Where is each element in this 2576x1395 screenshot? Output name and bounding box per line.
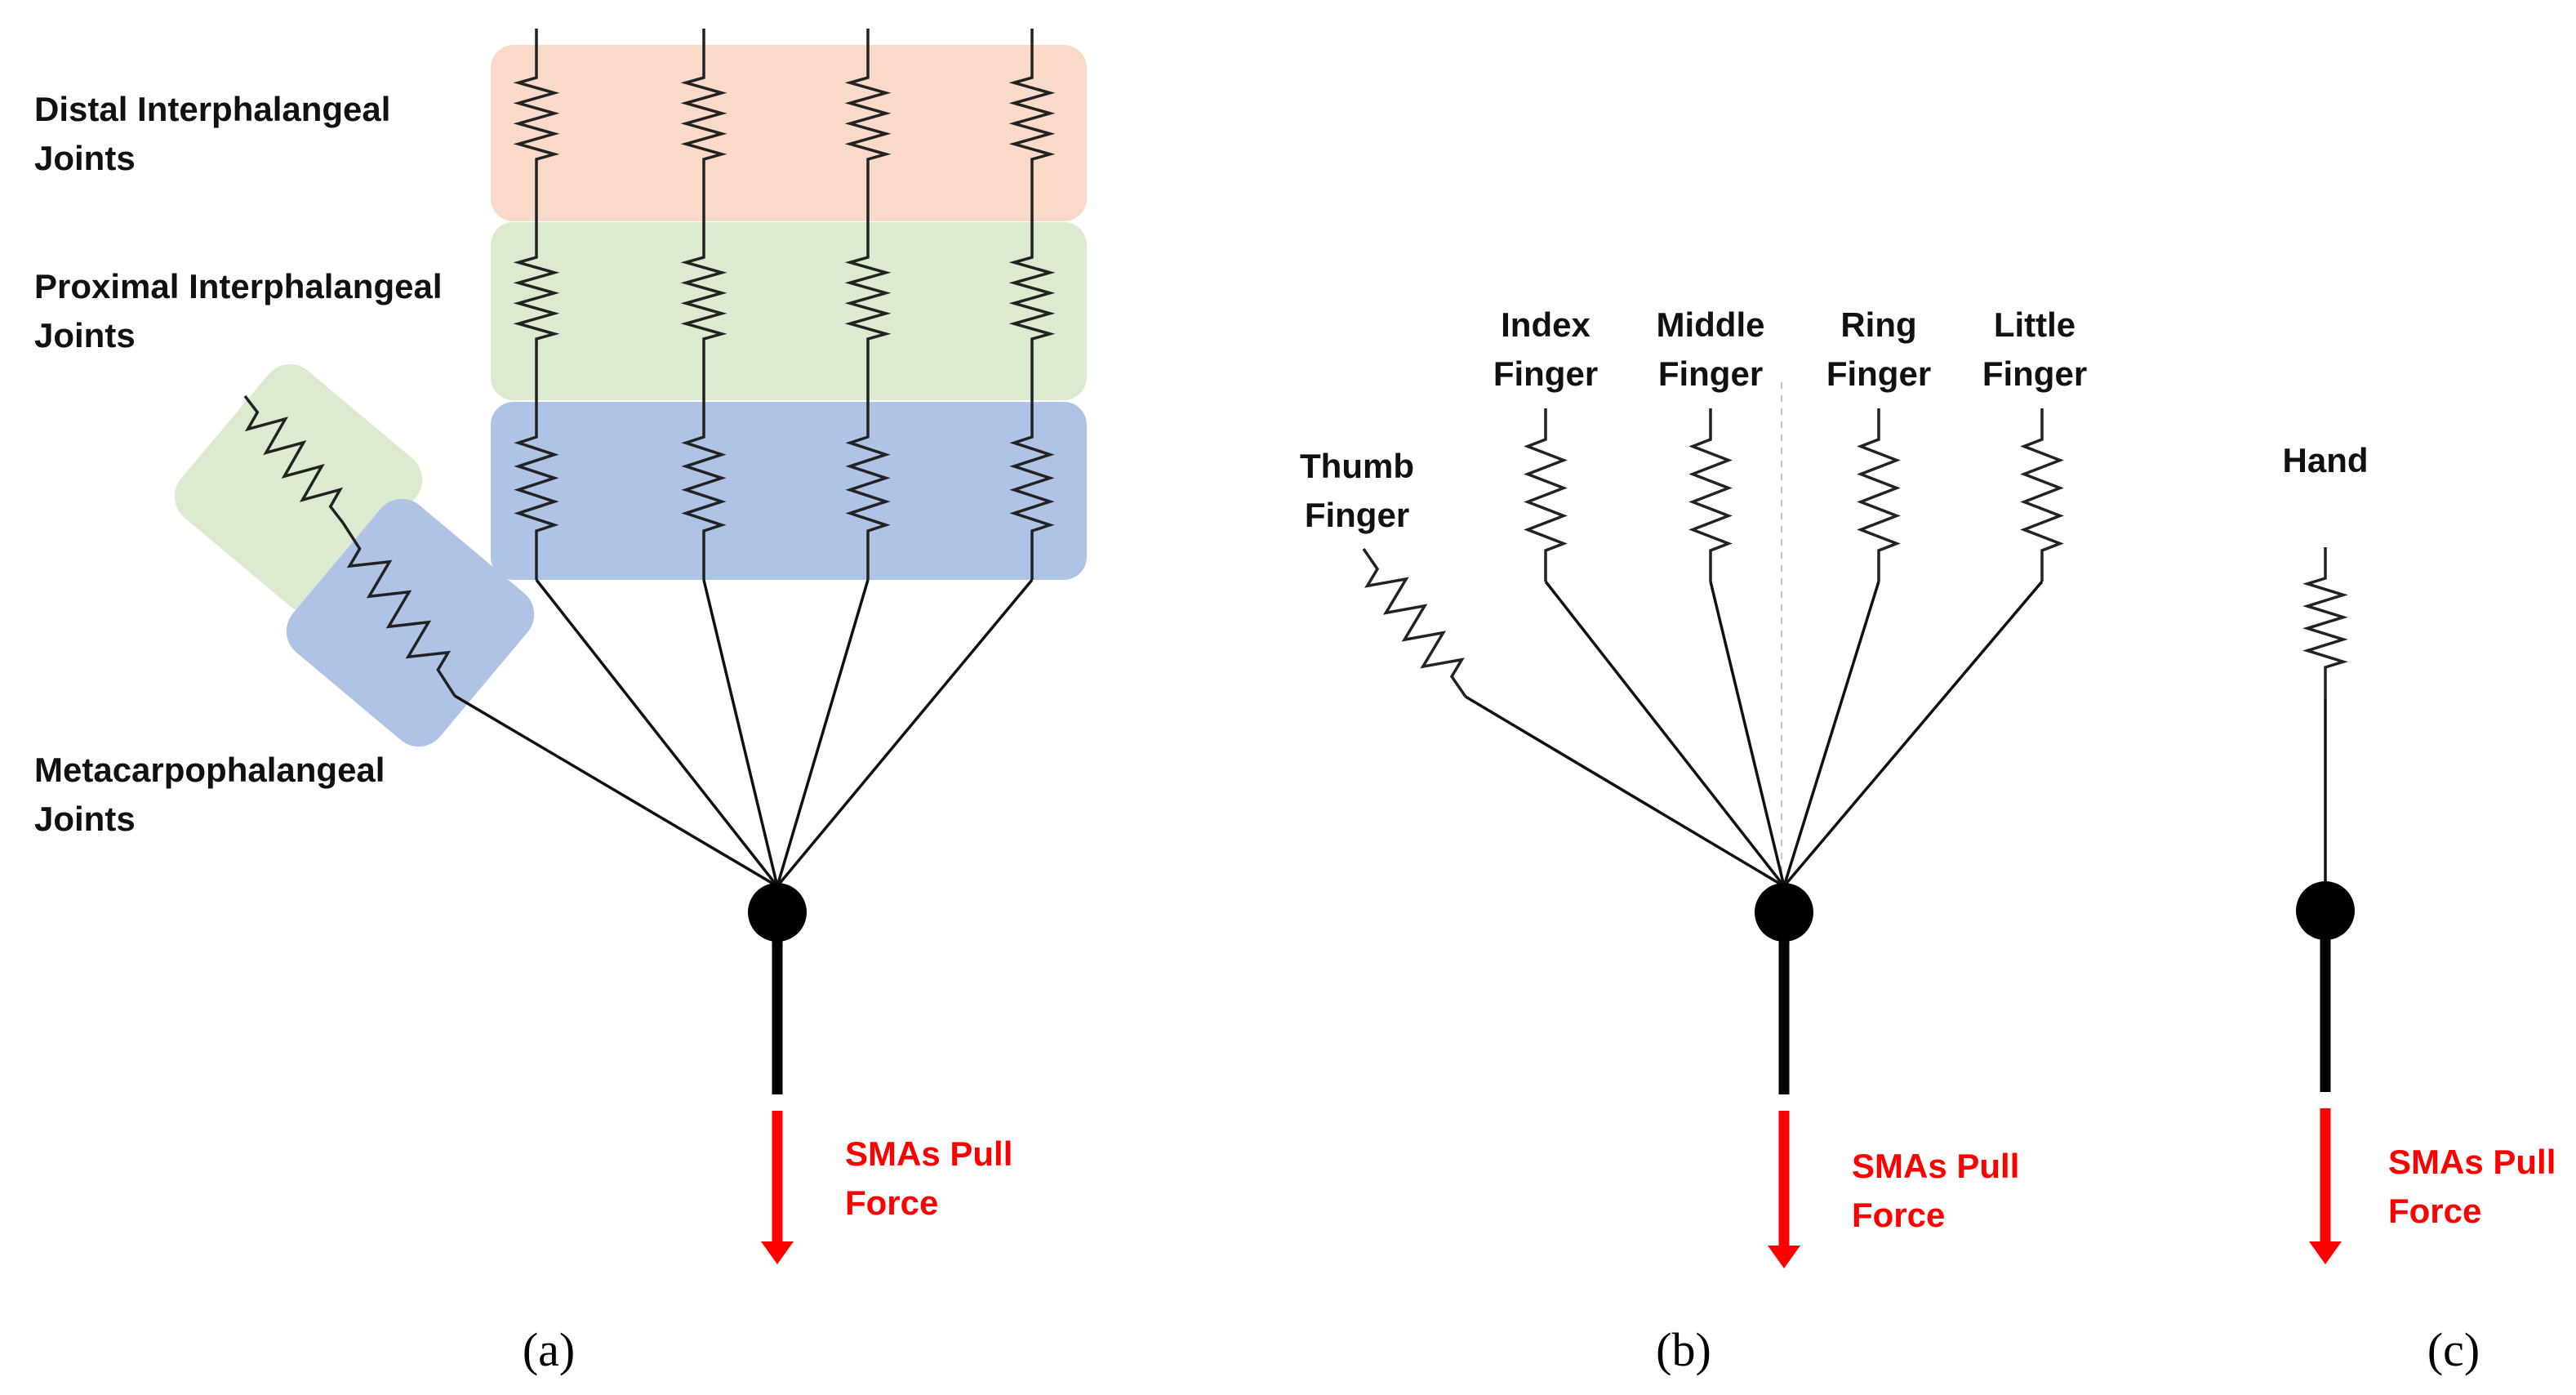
force-label-line1: SMAs Pull bbox=[1852, 1147, 2019, 1185]
ring-distal-joint-spring bbox=[844, 29, 892, 208]
metacarpal-joints-band bbox=[491, 402, 1087, 580]
middle-tendon-line bbox=[1709, 581, 1786, 887]
middle-proximal-joint-spring bbox=[680, 208, 727, 388]
thumb-proximal-joint-spring bbox=[243, 394, 345, 524]
ring-tendon-line bbox=[776, 579, 870, 887]
dip-label-line2: Joints bbox=[34, 139, 136, 177]
caption-c: (c) bbox=[2427, 1323, 2480, 1376]
index-tendon-line bbox=[1544, 580, 1786, 888]
panel-a-full-hand-model: Distal Interphalangeal Joints Proximal I… bbox=[34, 29, 1087, 1376]
ring-tendon-line bbox=[1782, 581, 1880, 887]
finger-spring-chains bbox=[243, 29, 1056, 697]
middle-finger-spring bbox=[1688, 408, 1733, 582]
thumb-finger-label-line2: Finger bbox=[1305, 496, 1409, 534]
middle-metacarpal-joint-spring bbox=[681, 388, 727, 580]
little-tendon-line bbox=[1782, 580, 2044, 888]
panel-c-hand-model: Hand SMAs Pull Force (c) bbox=[2283, 441, 2556, 1376]
index-proximal-joint-spring bbox=[513, 208, 560, 388]
force-label-line2: Force bbox=[2388, 1192, 2481, 1230]
hand-label: Hand bbox=[2283, 441, 2369, 479]
index-metacarpal-joint-spring bbox=[514, 388, 559, 580]
index-tendon-line bbox=[535, 578, 779, 888]
sma-pull-force-arrow bbox=[1768, 1111, 1800, 1268]
ring-metacarpal-joint-spring bbox=[845, 388, 891, 580]
thumb-metacarpal-band bbox=[286, 498, 535, 747]
little-metacarpal-joint-spring bbox=[1009, 388, 1055, 580]
ring-finger-spring bbox=[1857, 408, 1901, 582]
index-finger-spring bbox=[1524, 408, 1568, 582]
thumb-metacarpal-joint-spring bbox=[341, 522, 456, 697]
pip-label-line2: Joints bbox=[34, 316, 136, 354]
ring-finger-label-line2: Finger bbox=[1826, 354, 1931, 393]
mcp-label-line1: Metacarpophalangeal bbox=[34, 751, 385, 789]
caption-a: (a) bbox=[523, 1323, 575, 1376]
thumb-finger-label-line1: Thumb bbox=[1300, 447, 1414, 485]
thumb-tendon-line bbox=[1465, 695, 1785, 888]
panel-b-finger-model: Thumb Finger Index Finger Middle Finger … bbox=[1300, 305, 2087, 1376]
little-distal-joint-spring bbox=[1008, 29, 1056, 208]
caption-b: (b) bbox=[1656, 1323, 1711, 1376]
proximal-joints-band bbox=[491, 222, 1087, 400]
force-label-line2: Force bbox=[1852, 1196, 1945, 1234]
force-label-line1: SMAs Pull bbox=[845, 1134, 1012, 1173]
middle-distal-joint-spring bbox=[680, 29, 727, 208]
middle-finger-label-line2: Finger bbox=[1658, 354, 1763, 393]
little-finger-spring bbox=[2020, 408, 2064, 582]
mcp-label-line2: Joints bbox=[34, 800, 136, 838]
tendon-lines bbox=[454, 578, 1034, 888]
thumb-finger-spring bbox=[1362, 548, 1467, 698]
ring-finger-label-line1: Ring bbox=[1840, 305, 1916, 344]
force-label-line1: SMAs Pull bbox=[2388, 1143, 2556, 1181]
little-proximal-joint-spring bbox=[1008, 208, 1056, 388]
pip-label-line1: Proximal Interphalangeal bbox=[34, 267, 443, 305]
sma-pull-force-arrow bbox=[761, 1111, 794, 1264]
index-distal-joint-spring bbox=[513, 29, 560, 208]
middle-finger-label-line1: Middle bbox=[1657, 305, 1765, 344]
force-label-line2: Force bbox=[845, 1183, 938, 1222]
index-finger-label-line1: Index bbox=[1501, 305, 1591, 344]
finger-springs bbox=[1362, 408, 2064, 698]
hand-spring bbox=[2302, 547, 2348, 698]
sma-pull-force-arrow bbox=[2309, 1108, 2342, 1264]
little-finger-label-line2: Finger bbox=[1982, 354, 2087, 393]
hand-spring bbox=[2302, 547, 2348, 698]
distal-joints-band bbox=[491, 45, 1087, 221]
dip-label-line1: Distal Interphalangeal bbox=[34, 90, 390, 128]
finger-tendon-lines bbox=[1465, 580, 2044, 888]
index-finger-label-line2: Finger bbox=[1493, 354, 1598, 393]
little-finger-label-line1: Little bbox=[1994, 305, 2075, 344]
thumb-tendon-line bbox=[454, 694, 778, 888]
little-tendon-line bbox=[776, 578, 1034, 888]
middle-tendon-line bbox=[702, 579, 779, 887]
ring-proximal-joint-spring bbox=[844, 208, 892, 388]
